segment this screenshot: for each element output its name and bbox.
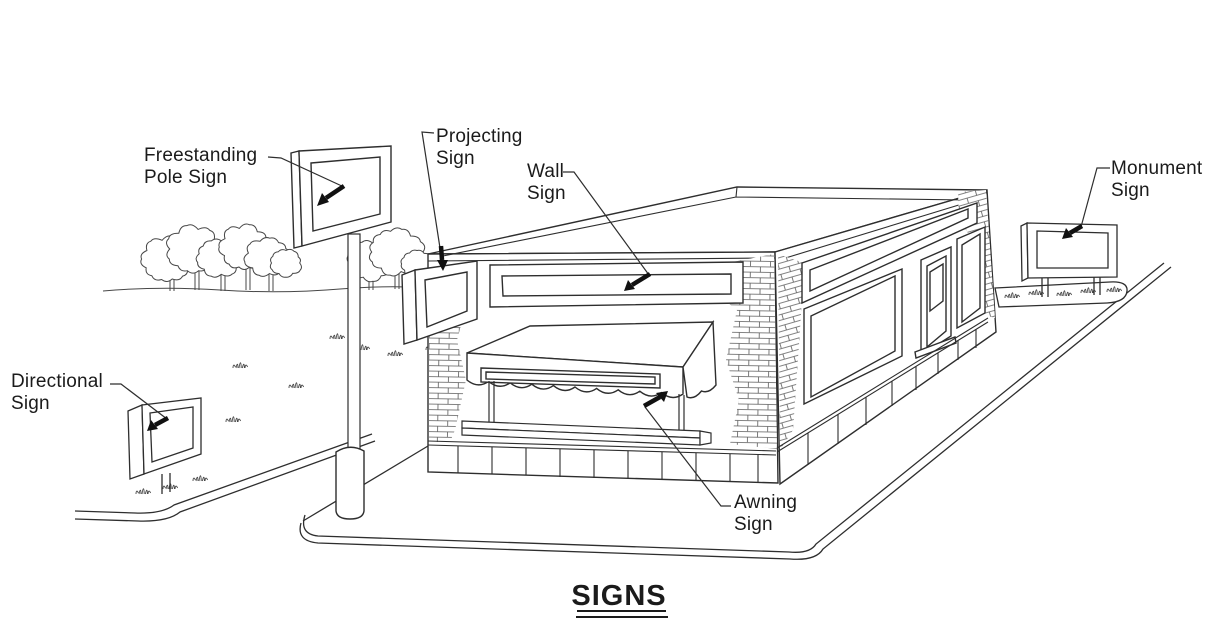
door	[914, 245, 957, 359]
street-curb-outer	[74, 433, 373, 514]
storefront	[461, 381, 712, 446]
door-step	[914, 336, 957, 359]
side-sign-band	[801, 202, 978, 305]
trees	[140, 223, 435, 283]
label-projecting-sign: Projecting Sign	[436, 126, 523, 169]
label-directional-sign: Directional Sign	[11, 371, 103, 414]
leader-monument	[1080, 167, 1110, 228]
sidewalk-back-edge	[302, 445, 429, 522]
label-awning-sign: Awning Sign	[734, 492, 797, 535]
arrow-wall	[624, 272, 652, 291]
awning-sign	[480, 367, 661, 389]
pole-base	[335, 446, 365, 520]
monument-sign	[994, 221, 1128, 308]
label-line: Sign	[436, 147, 475, 169]
sidewalk-front-edge-outer	[299, 266, 1172, 560]
window-sill-cap	[699, 430, 712, 446]
label-line: Sign	[1111, 179, 1150, 201]
sign-pole	[347, 233, 361, 453]
arrow-freestanding	[317, 184, 346, 206]
awning	[466, 319, 717, 399]
door-window	[929, 262, 944, 313]
pole-sign-inner	[310, 156, 381, 232]
directional-sign	[127, 397, 202, 494]
label-line: Freestanding	[144, 145, 258, 166]
figure-title-underline	[577, 610, 666, 612]
label-line: Monument	[1111, 158, 1203, 179]
wall-sign	[489, 261, 744, 308]
tree-trunks	[169, 268, 400, 291]
arrow-directional	[147, 416, 170, 431]
treeline	[102, 223, 435, 293]
pointer-arrows	[147, 184, 1084, 431]
leader-projecting	[421, 131, 441, 249]
leader-freestanding	[267, 156, 345, 188]
monument-grass-bed	[994, 281, 1128, 308]
arrow-projecting	[437, 245, 448, 271]
building	[427, 186, 997, 486]
label-line: Projecting	[436, 126, 523, 147]
label-line: Awning	[734, 492, 798, 513]
horizon-line	[102, 286, 427, 293]
sidewalk-curbs	[74, 262, 1172, 560]
leader-lines	[110, 131, 1110, 507]
monument-sign-inner	[1036, 230, 1109, 269]
label-freestanding-pole-sign: Freestanding Pole Sign	[144, 145, 257, 188]
label-line: Pole Sign	[144, 166, 228, 188]
label-wall-sign: Wall Sign	[527, 161, 566, 204]
awning-side	[682, 319, 717, 399]
label-line: Wall	[527, 161, 565, 182]
display-window	[803, 267, 903, 406]
monument-posts	[1041, 277, 1101, 297]
directional-sign-side	[127, 404, 145, 480]
label-monument-sign: Monument Sign	[1111, 158, 1202, 201]
leader-awning	[644, 406, 731, 507]
street-curb-inner	[74, 440, 376, 522]
label-line: Directional	[11, 371, 103, 392]
brick-near-corner-right	[778, 254, 804, 450]
base-tiles	[427, 317, 989, 483]
side-window	[956, 225, 986, 330]
label-line: Sign	[527, 182, 566, 204]
sidewalk-front-edge-inner	[302, 262, 1165, 553]
wall-sign-inner	[501, 273, 732, 297]
label-line: Sign	[11, 392, 50, 414]
pole-sign	[290, 145, 392, 520]
arrow-awning	[642, 391, 668, 408]
leader-wall	[563, 171, 650, 276]
figure-title: SIGNS	[571, 580, 667, 612]
arrow-monument	[1062, 224, 1084, 239]
figure-title-underline	[576, 616, 668, 618]
label-line: Sign	[734, 513, 773, 535]
leader-directional	[110, 383, 168, 420]
projecting-sign	[401, 260, 478, 345]
directional-post	[161, 473, 171, 494]
